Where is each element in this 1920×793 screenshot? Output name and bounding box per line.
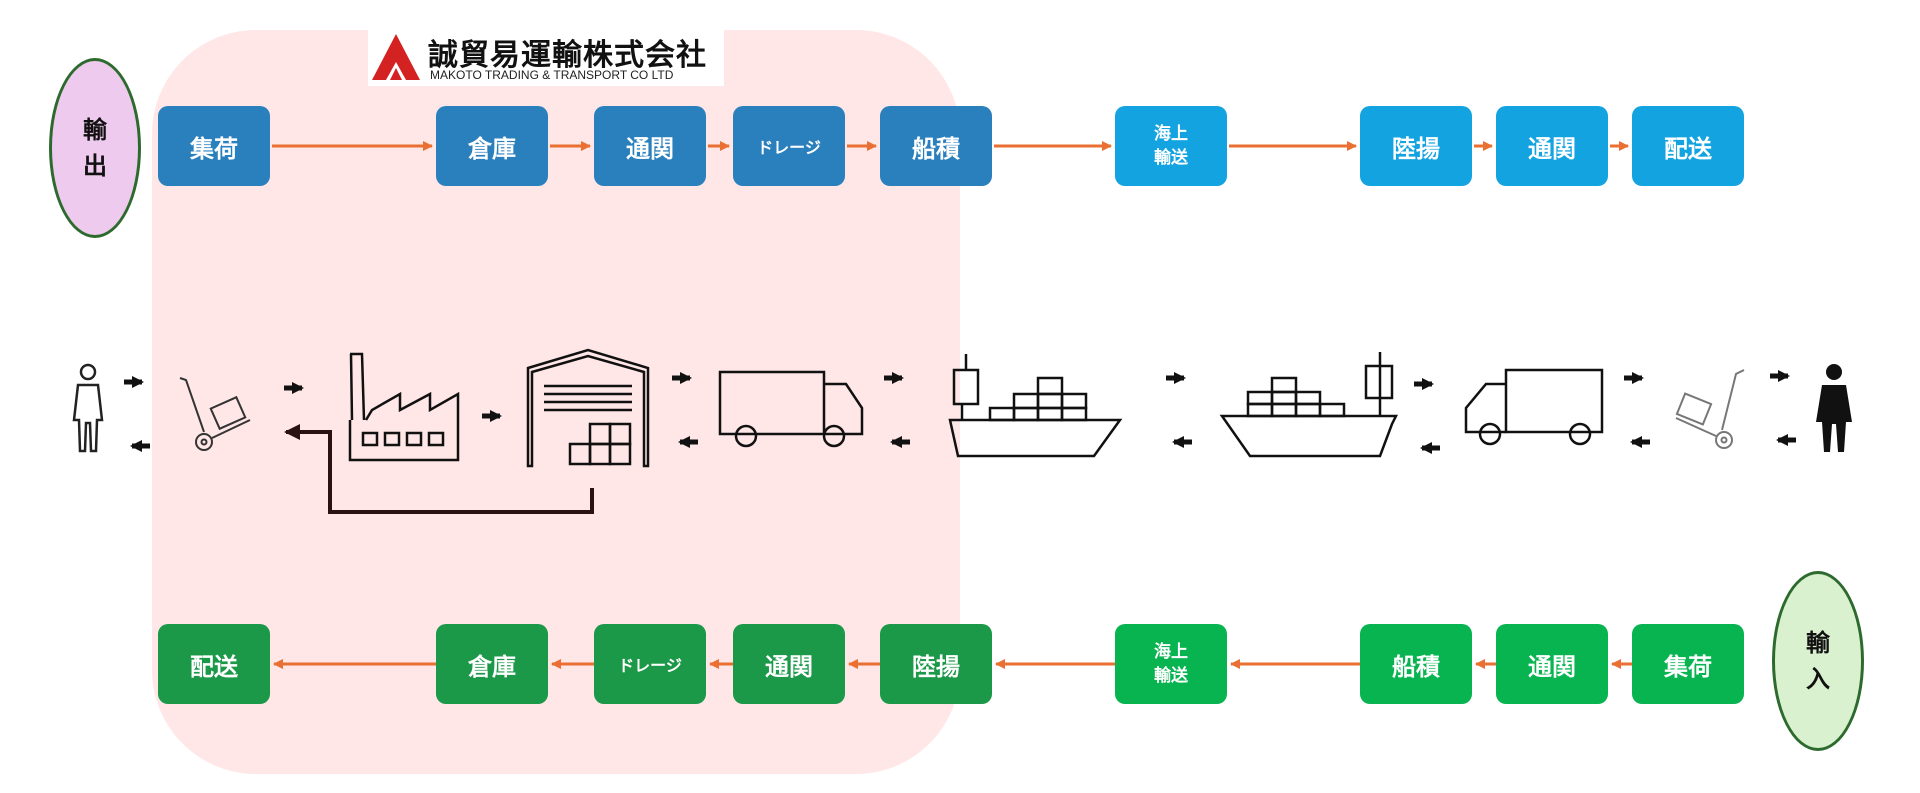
return-loop-connector (286, 430, 594, 514)
hand-truck-icon (1675, 369, 1745, 449)
export-step-ocean-transport: 海上 輸送 (1115, 106, 1227, 186)
factory-icon (348, 352, 460, 462)
import-label-line2: 入 (1806, 665, 1830, 693)
export-label-line1: 輸 (83, 116, 107, 144)
export-step-pickup: 集荷 (158, 106, 270, 186)
export-label-line2: 出 (83, 152, 107, 180)
export-step-delivery: 配送 (1632, 106, 1744, 186)
export-step-customs-dest: 通関 (1496, 106, 1608, 186)
export-step-loading: 船積 (880, 106, 992, 186)
truck-icon (718, 370, 864, 448)
import-step-customs: 通関 (733, 624, 845, 704)
person-solid-icon (1816, 364, 1852, 452)
import-step-warehouse: 倉庫 (436, 624, 548, 704)
export-step-ocean-line2: 輸送 (1154, 148, 1188, 168)
hand-truck-icon (179, 377, 251, 451)
container-ship-icon (948, 354, 1123, 458)
company-name: 誠貿易運輸株式会社 (428, 38, 707, 73)
import-step-loading: 船積 (1360, 624, 1472, 704)
export-label: 輸出 (49, 58, 141, 238)
import-step-customs-origin: 通関 (1496, 624, 1608, 704)
export-step-unloading: 陸揚 (1360, 106, 1472, 186)
export-step-drayage: ドレージ (733, 106, 845, 186)
export-step-ocean-line1: 海上 (1154, 124, 1188, 144)
import-step-ocean-line1: 海上 (1154, 642, 1188, 662)
import-step-ocean-line2: 輸送 (1154, 666, 1188, 686)
arrow-left-icon (284, 424, 300, 440)
warehouse-icon (526, 348, 650, 468)
container-ship-icon (1219, 352, 1399, 458)
import-step-delivery: 配送 (158, 624, 270, 704)
export-step-warehouse: 倉庫 (436, 106, 548, 186)
company-name-en: MAKOTO TRADING & TRANSPORT CO LTD (430, 68, 674, 82)
company-logo: 誠貿易運輸株式会社 MAKOTO TRADING & TRANSPORT CO … (368, 28, 724, 86)
import-label-line1: 輸 (1806, 629, 1830, 657)
import-step-pickup: 集荷 (1632, 624, 1744, 704)
import-step-ocean-transport: 海上 輸送 (1115, 624, 1227, 704)
import-step-unloading: 陸揚 (880, 624, 992, 704)
company-logo-icon (372, 34, 420, 80)
truck-icon (1464, 368, 1604, 446)
person-outline-icon (72, 363, 104, 453)
middle-arrows (124, 370, 1796, 454)
import-label: 輸入 (1772, 571, 1864, 751)
export-step-customs: 通関 (594, 106, 706, 186)
import-step-drayage: ドレージ (594, 624, 706, 704)
